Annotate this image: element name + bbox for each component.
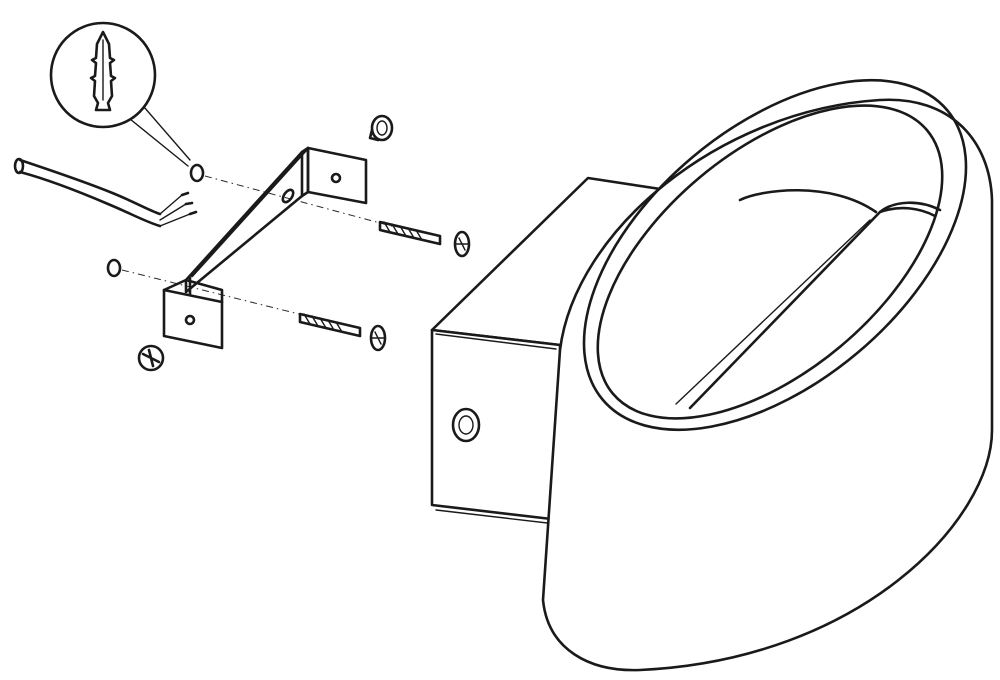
wall-plug-callout <box>49 21 191 167</box>
callout-leader-bottom <box>129 118 189 167</box>
screw-icon <box>137 344 165 372</box>
shade-rim-inner <box>596 104 944 420</box>
cable-icon <box>13 157 198 228</box>
wall-lamp-icon <box>430 78 994 672</box>
drill-hole-icon <box>106 258 122 278</box>
knob-icon <box>451 407 481 443</box>
bracket-icon <box>162 146 368 350</box>
lamp-box-front <box>430 328 562 522</box>
lamp-shade <box>541 98 994 672</box>
alignment-line-bottom <box>121 269 316 319</box>
callout-leader-top <box>143 106 191 161</box>
callout-circle <box>49 21 157 129</box>
screw-icon <box>368 114 394 142</box>
drill-hole-icon <box>189 163 205 183</box>
wall-plug-icon <box>89 30 117 112</box>
screw-icon <box>298 312 387 352</box>
screw-icon <box>378 220 471 258</box>
shade-rim-outer <box>582 78 968 432</box>
